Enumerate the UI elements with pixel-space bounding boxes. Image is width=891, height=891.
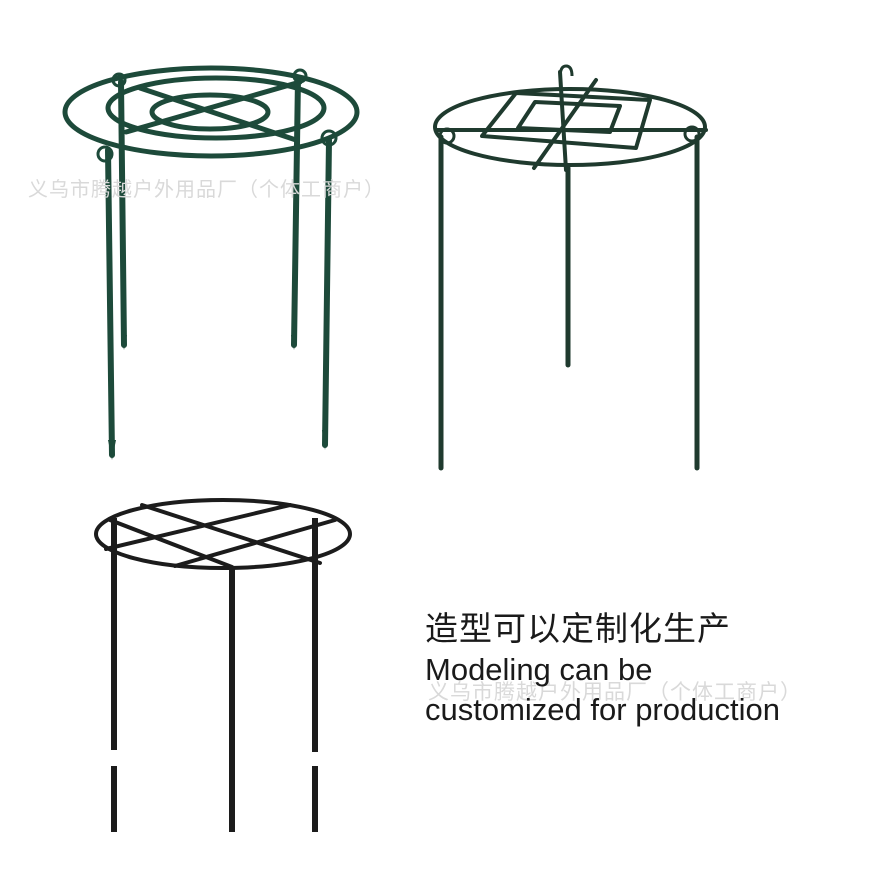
caption-english-line1: Modeling can be xyxy=(425,652,653,687)
watermark-bottom: 义乌市腾越户外用品厂（个体工商户） xyxy=(428,680,802,704)
caption-block: 造型可以定制化生产 Modeling can be customized for… xyxy=(425,608,780,730)
watermark-top: 义乌市腾越户外用品厂（个体工商户） xyxy=(28,177,385,201)
caption-english-line2: customized for production xyxy=(425,692,780,727)
caption-chinese: 造型可以定制化生产 xyxy=(425,609,731,648)
